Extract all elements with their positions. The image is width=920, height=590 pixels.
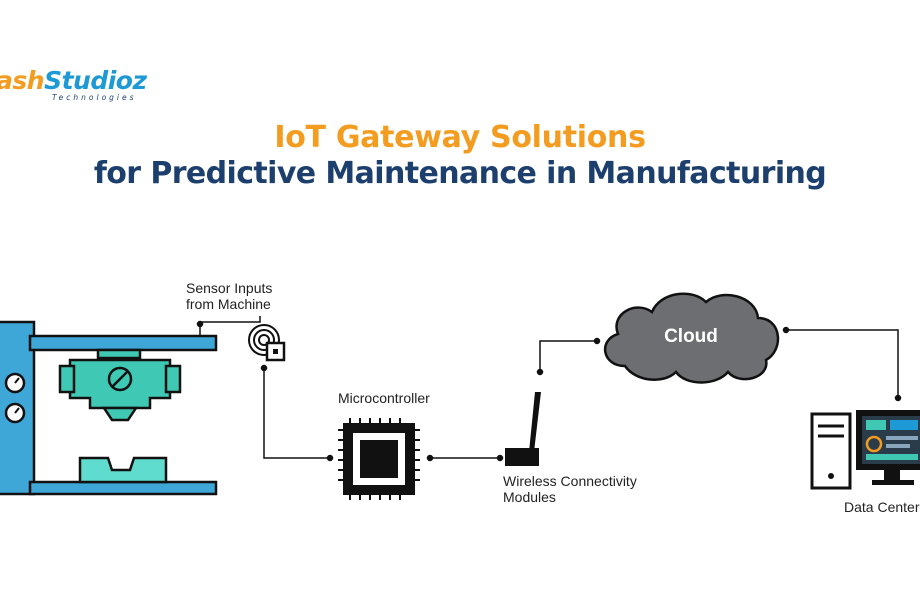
logo-part-2: Studioz bbox=[44, 66, 147, 95]
connector-microcontroller-wireless bbox=[426, 454, 504, 462]
microcontroller-label: Microcontroller bbox=[338, 390, 430, 406]
page-subtitle: for Predictive Maintenance in Manufactur… bbox=[93, 156, 827, 191]
connector-wireless-cloud bbox=[536, 337, 601, 376]
cloud-label: Cloud bbox=[664, 326, 718, 347]
page-title: IoT Gateway Solutions bbox=[274, 120, 646, 155]
cloud-icon bbox=[603, 292, 780, 384]
data-center-label: Data Center bbox=[844, 499, 920, 515]
microcontroller-icon bbox=[338, 418, 420, 500]
data-center-icon bbox=[810, 410, 920, 490]
sensor-label-line-2: from Machine bbox=[186, 296, 271, 312]
machine-icon bbox=[0, 320, 218, 496]
company-logo: ashStudioz Technologies bbox=[0, 66, 170, 106]
connector-sensor-microcontroller bbox=[260, 364, 334, 462]
wireless-label-line-2: Modules bbox=[503, 489, 556, 505]
wireless-label-line-1: Wireless Connectivity bbox=[503, 473, 637, 489]
sensor-label-line-1: Sensor Inputs bbox=[186, 280, 272, 296]
wireless-module-icon bbox=[505, 392, 541, 466]
connector-cloud-datacenter bbox=[782, 326, 902, 402]
logo-tagline: Technologies bbox=[52, 93, 137, 102]
logo-part-1: ash bbox=[0, 66, 45, 95]
logo-wordmark: ashStudioz bbox=[0, 66, 147, 95]
sensor-icon bbox=[248, 324, 286, 362]
connector-machine-sensor bbox=[196, 316, 261, 336]
